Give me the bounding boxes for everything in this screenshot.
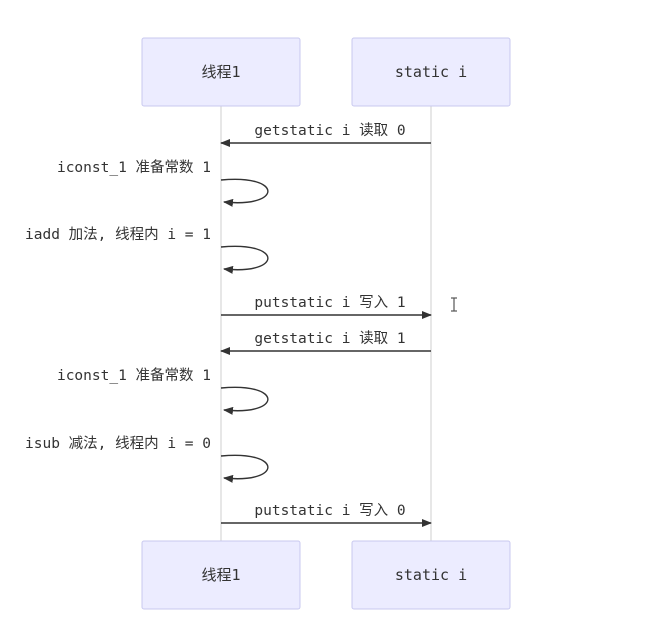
message-label: iadd 加法, 线程内 i = 1 (25, 226, 211, 243)
self-message-arrow (220, 245, 269, 274)
message-label: getstatic i 读取 0 (254, 122, 405, 139)
message-3: iadd 加法, 线程内 i = 1 (25, 226, 269, 274)
text-cursor-icon (451, 297, 457, 312)
participant-label: 线程1 (201, 63, 240, 81)
message-label: getstatic i 读取 1 (254, 330, 405, 347)
participant-static-top: static i (351, 37, 511, 107)
participant-label: static i (395, 566, 467, 584)
message-label: isub 减法, 线程内 i = 0 (25, 435, 211, 452)
participant-box (141, 540, 301, 610)
message-6: iconst_1 准备常数 1 (57, 367, 269, 415)
message-4: putstatic i 写入 1 (221, 295, 432, 319)
participant-static-bottom: static i (351, 540, 511, 610)
participant-box (351, 37, 511, 107)
self-message-arrow (220, 178, 269, 207)
message-label: iconst_1 准备常数 1 (57, 367, 211, 384)
message-5: getstatic i 读取 1 (220, 330, 431, 355)
participant-box (351, 540, 511, 610)
message-2: iconst_1 准备常数 1 (57, 159, 269, 207)
participant-box (141, 37, 301, 107)
participant-thread-bottom: 线程1 (141, 540, 301, 610)
message-8: putstatic i 写入 0 (221, 503, 432, 527)
self-message-arrow (220, 386, 269, 415)
participant-label: 线程1 (201, 566, 240, 584)
message-1: getstatic i 读取 0 (220, 122, 431, 147)
message-label: iconst_1 准备常数 1 (57, 159, 211, 176)
participant-label: static i (395, 63, 467, 81)
message-7: isub 减法, 线程内 i = 0 (25, 435, 269, 483)
self-message-arrow (220, 454, 269, 483)
message-label: putstatic i 写入 0 (254, 503, 405, 519)
message-label: putstatic i 写入 1 (254, 295, 405, 311)
participant-thread-top: 线程1 (141, 37, 301, 107)
